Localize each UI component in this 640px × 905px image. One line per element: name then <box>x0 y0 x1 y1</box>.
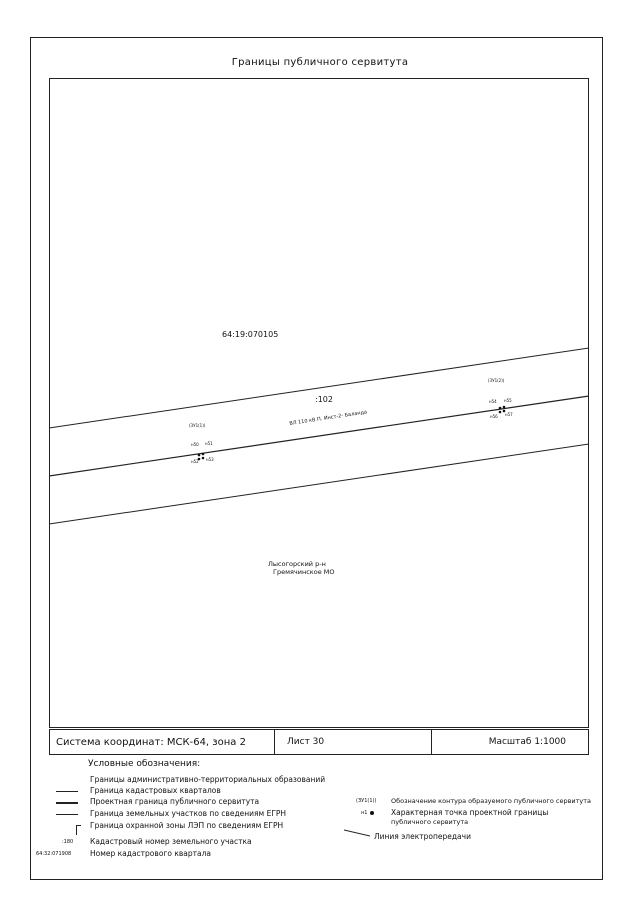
point-label: н57 <box>505 412 513 417</box>
point-icon <box>370 811 374 815</box>
point-marker <box>201 456 205 460</box>
legend-title: Условные обозначения: <box>88 759 201 769</box>
servitude-boundary-lower <box>49 443 589 525</box>
legend-item-quarter: Граница кадастровых кварталов <box>90 786 221 795</box>
district-label-line2: Гремячинское МО <box>273 568 335 576</box>
point-label: н55 <box>504 398 512 403</box>
legend-mark-protected-zone <box>76 825 81 835</box>
servitude-boundary-upper <box>49 395 589 477</box>
legend-symbol-point: н1 <box>361 810 368 816</box>
legend-item-point-line1: Характерная точка проектной границы <box>391 808 549 817</box>
legend-item-servitude: Проектная граница публичного сервитута <box>90 797 260 806</box>
legend-line-quarter <box>56 791 78 792</box>
legend-item-powerline: Линия электропередачи <box>374 832 471 841</box>
zone-boundary-top <box>49 347 589 429</box>
coordinate-system: Система координат: МСК-64, зона 2 <box>56 736 246 748</box>
legend-item-parcel-number: Кадастровый номер земельного участка <box>90 837 252 846</box>
points-left-cluster <box>197 452 205 461</box>
point-marker <box>502 409 506 413</box>
legend-symbol-contour: (ЗУ1(1)) <box>356 798 377 804</box>
contour-label-right: (ЗУ1(2)) <box>488 378 505 383</box>
point-label: н53 <box>206 457 214 462</box>
points-right-cluster <box>498 405 506 414</box>
powerline-icon <box>344 829 370 837</box>
info-bar: Система координат: МСК-64, зона 2 Лист 3… <box>49 729 589 755</box>
legend-symbol-parcel: :180 <box>62 839 74 845</box>
point-marker <box>498 410 502 414</box>
sheet-frame <box>30 37 603 880</box>
contour-label-left: (ЗУ1(1)) <box>189 423 206 428</box>
district-label-line1: Лысогорский р-н <box>268 560 326 568</box>
legend-item-contour: Обозначение контура образуемого публично… <box>391 797 592 805</box>
map-drawing <box>49 347 589 525</box>
parcel-label: :102 <box>315 395 333 404</box>
legend-line-parcel <box>56 814 78 815</box>
point-marker <box>502 405 506 409</box>
legend-item-quarter-number: Номер кадастрового квартала <box>90 849 211 858</box>
point-marker <box>197 453 201 457</box>
point-label: н54 <box>489 399 497 404</box>
legend-line-servitude <box>56 802 78 804</box>
point-label: н56 <box>490 414 498 419</box>
point-label: н51 <box>205 441 213 446</box>
point-label: н52 <box>191 459 199 464</box>
point-marker <box>197 457 201 461</box>
sheet-number: Лист 30 <box>274 730 432 754</box>
map-scale: Масштаб 1:1000 <box>488 737 566 747</box>
map-area <box>49 78 589 728</box>
point-label: н50 <box>191 442 199 447</box>
page-title: Границы публичного сервитута <box>231 57 409 68</box>
legend-item-admin: Границы административно-территориальных … <box>90 775 326 784</box>
point-marker <box>201 452 205 456</box>
legend-item-parcel: Граница земельных участков по сведениям … <box>90 809 287 818</box>
cadastral-quarter-label: 64:19:070105 <box>222 330 279 339</box>
legend-symbol-quarter: 64:32:071908 <box>36 851 72 857</box>
legend-item-protected-zone: Граница охранной зоны ЛЭП по сведениям Е… <box>90 821 284 830</box>
legend-item-point-line2: публичного сервитута <box>391 818 469 826</box>
point-marker <box>498 406 502 410</box>
